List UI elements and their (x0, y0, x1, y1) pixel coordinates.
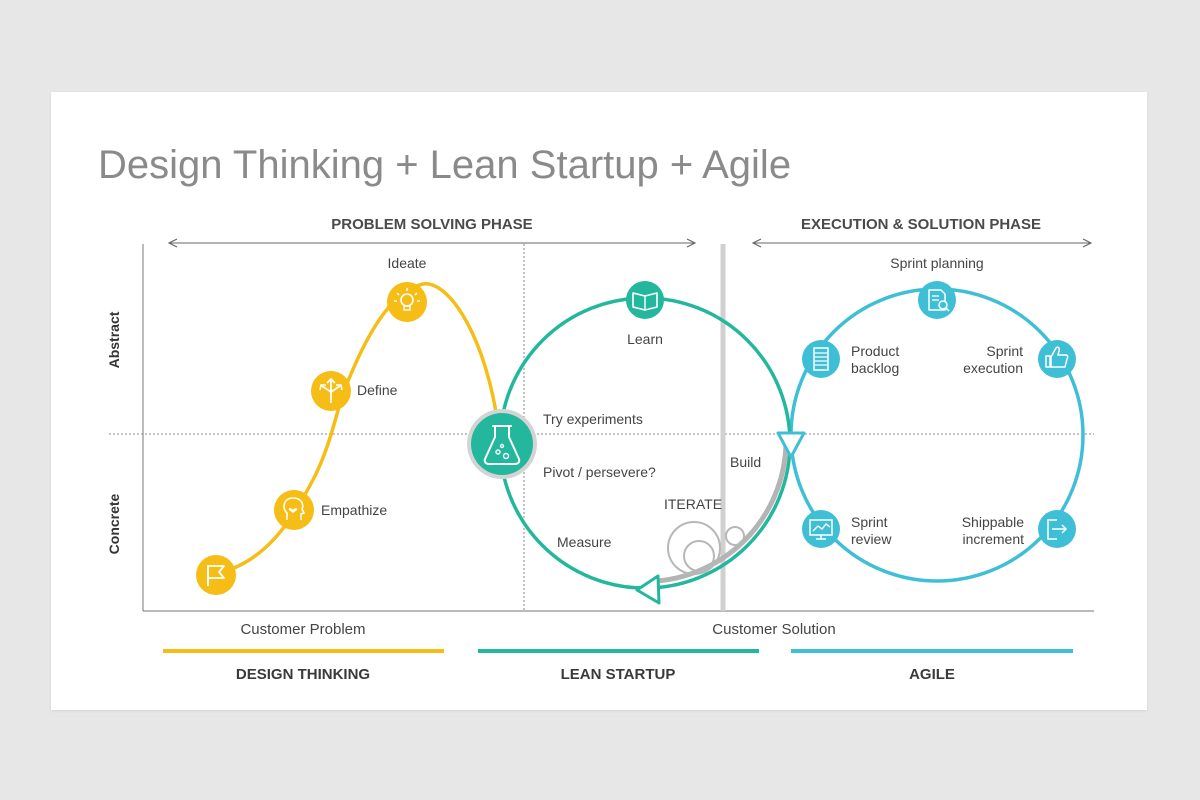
legend-bar-design-thinking (163, 649, 444, 653)
monitor-chart-icon (802, 510, 840, 548)
product-backlog-label-2: backlog (851, 360, 899, 376)
y-axis-label-concrete: Concrete (106, 493, 122, 554)
shippable-increment-label-2: increment (963, 531, 1025, 547)
document-search-icon (918, 281, 956, 319)
execution-phase-label: EXECUTION & SOLUTION PHASE (801, 216, 1041, 233)
page-title: Design Thinking + Lean Startup + Agile (98, 143, 791, 187)
list-icon (802, 340, 840, 378)
head-heart-icon (274, 490, 314, 530)
slide: Design Thinking + Lean Startup + Agile P… (51, 92, 1147, 710)
legend-label-lean-startup: LEAN STARTUP (561, 666, 676, 683)
define-label: Define (357, 382, 398, 398)
diagram-canvas: Design Thinking + Lean Startup + Agile P… (98, 143, 1094, 683)
empathize-label: Empathize (321, 502, 387, 518)
flask-icon (467, 409, 537, 479)
problem-phase-label: PROBLEM SOLVING PHASE (331, 216, 532, 233)
iterate-bubble-medium (683, 540, 715, 572)
arrows-split-icon (311, 371, 351, 411)
product-backlog-label-1: Product (851, 343, 899, 359)
flag-icon (196, 555, 236, 595)
sprint-execution-label-2: execution (963, 360, 1023, 376)
legend-label-design-thinking: DESIGN THINKING (236, 666, 370, 683)
book-icon (626, 281, 664, 319)
legend-bar-lean-startup (478, 649, 759, 653)
measure-label: Measure (557, 534, 612, 550)
pivot-persevere-label: Pivot / persevere? (543, 464, 656, 480)
iterate-label: ITERATE (664, 496, 722, 512)
shippable-increment-label-1: Shippable (962, 514, 1024, 530)
iterate-arrowhead (635, 574, 661, 605)
iterate-bubble-large (667, 521, 721, 575)
build-arrowhead (776, 431, 806, 459)
build-arc (656, 438, 789, 584)
ideate-label: Ideate (388, 255, 427, 271)
lightbulb-icon (387, 282, 427, 322)
sprint-execution-label-1: Sprint (986, 343, 1023, 359)
y-axis-label-abstract: Abstract (106, 311, 122, 368)
design-thinking-curve (215, 282, 498, 576)
exit-icon (1038, 510, 1076, 548)
thumbs-up-icon (1038, 340, 1076, 378)
sprint-review-label-1: Sprint (851, 514, 888, 530)
legend-bar-agile (791, 649, 1073, 653)
iterate-bubble-small (725, 526, 745, 546)
x-axis-label-problem: Customer Problem (240, 621, 365, 638)
legend-label-agile: AGILE (909, 666, 955, 683)
build-label: Build (730, 454, 761, 470)
sprint-review-label-2: review (851, 531, 892, 547)
x-axis-label-solution: Customer Solution (712, 621, 835, 638)
sprint-planning-label: Sprint planning (890, 255, 983, 271)
try-experiments-label: Try experiments (543, 411, 643, 427)
learn-label: Learn (627, 331, 663, 347)
